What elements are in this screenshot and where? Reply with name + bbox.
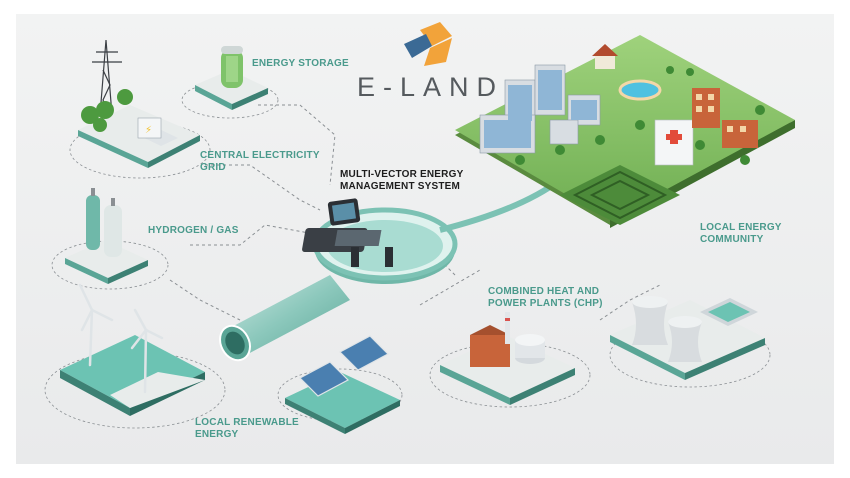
- label-hydrogen-gas: HYDROGEN / GAS: [148, 225, 239, 236]
- grid-illustration: ⚡: [78, 39, 200, 168]
- magnifier-lens: [302, 198, 458, 284]
- label-community: LOCAL ENERGY COMMUNITY: [700, 222, 782, 245]
- energy-storage-illustration: [195, 46, 268, 110]
- label-chp: COMBINED HEAT AND POWER PLANTS (CHP): [488, 286, 603, 309]
- cooling-tower-illustration: [610, 296, 765, 380]
- solar-illustration: [285, 335, 400, 434]
- brand-name: E-LAND: [357, 72, 505, 102]
- hydrogen-illustration: [65, 188, 148, 284]
- hub-label: MULTI-VECTOR ENERGY MANAGEMENT SYSTEM: [340, 169, 464, 192]
- wind-illustration: [60, 283, 205, 416]
- city-block: [455, 35, 795, 228]
- label-central-grid: CENTRAL ELECTRICITY GRID: [200, 150, 320, 173]
- brand-logo: [404, 22, 452, 66]
- svg-text:⚡: ⚡: [145, 125, 152, 136]
- label-energy-storage: ENERGY STORAGE: [252, 58, 349, 69]
- label-renewable: LOCAL RENEWABLE ENERGY: [195, 417, 299, 440]
- magnifier-handle: [219, 275, 350, 362]
- chp-illustration: [440, 312, 575, 405]
